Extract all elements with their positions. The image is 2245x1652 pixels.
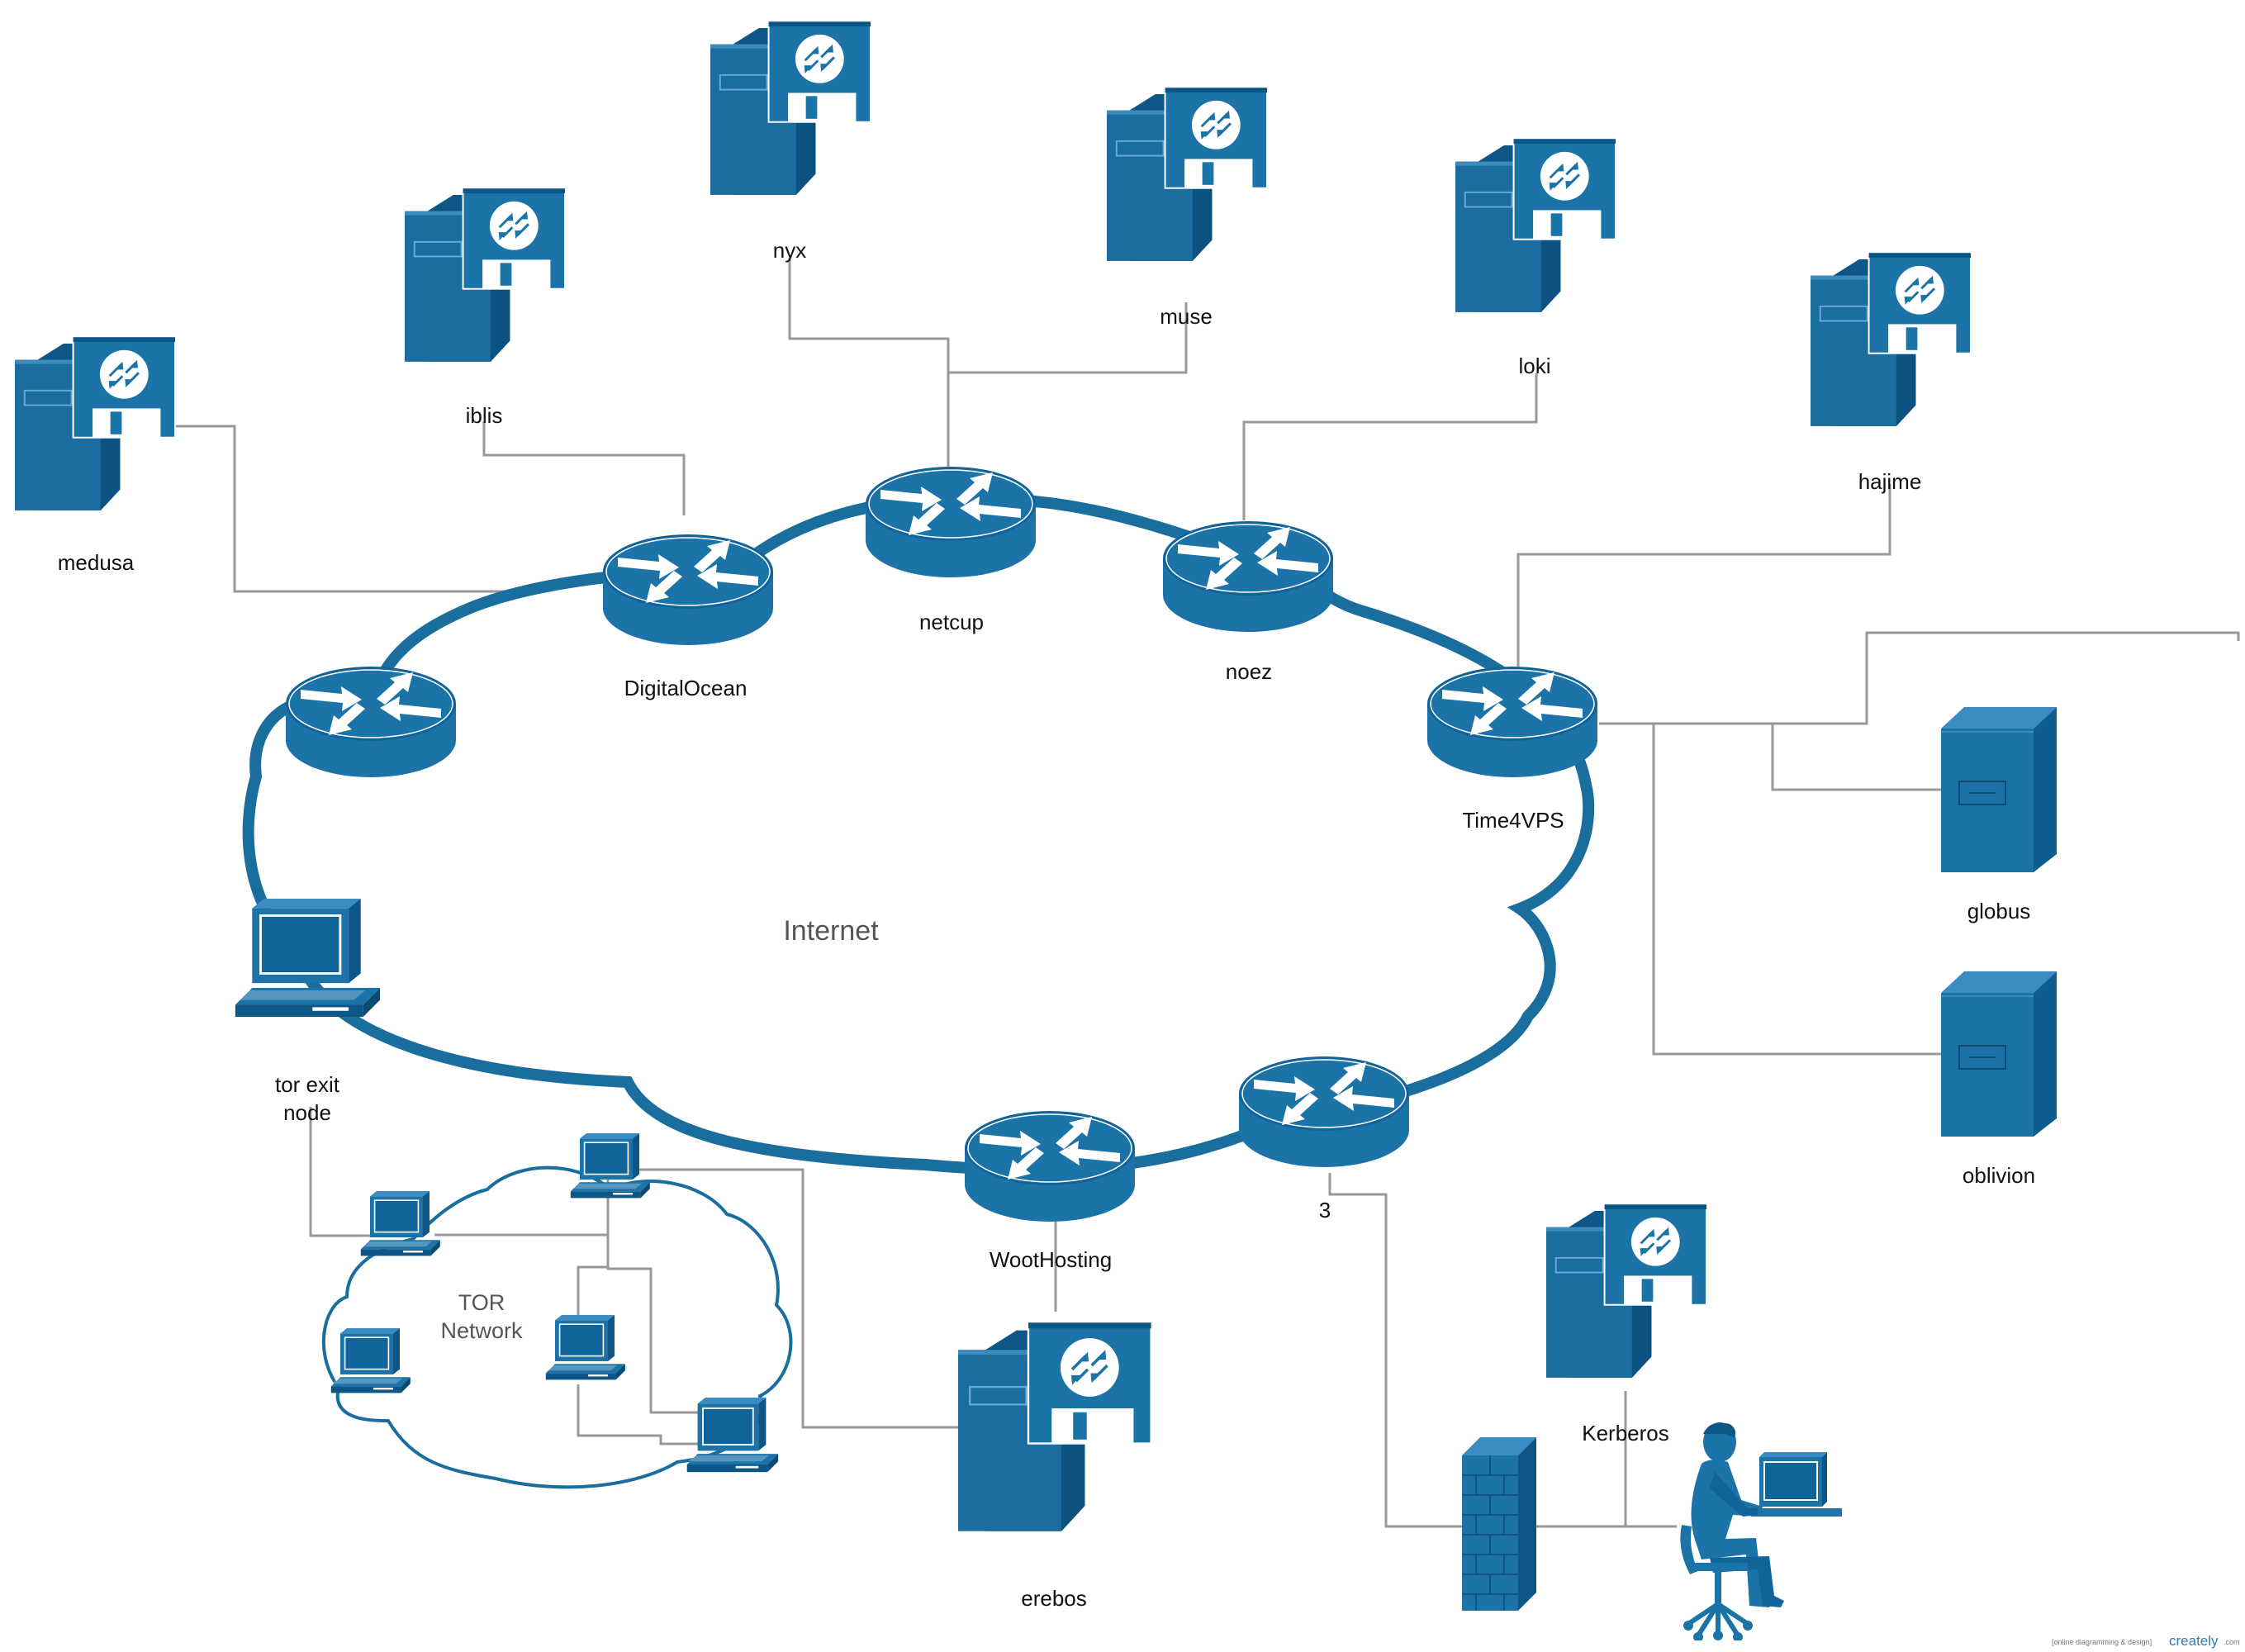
server-label: loki [1518, 354, 1550, 378]
server-hajime[interactable]: hajime [1811, 251, 1972, 494]
router-label: DigitalOcean [624, 676, 748, 700]
workstation-label-line2: node [283, 1100, 331, 1125]
router-icon [285, 666, 457, 778]
server-icon [1546, 1203, 1708, 1379]
router-icon [1162, 520, 1334, 633]
tower-oblivion[interactable]: oblivion [1941, 971, 2057, 1188]
server-nyx[interactable]: nyx [710, 20, 872, 263]
server-label: medusa [58, 550, 135, 575]
router-icon [1238, 1056, 1410, 1168]
watermark-suffix: .com [2224, 1638, 2240, 1646]
server-label: muse [1160, 304, 1213, 329]
router-icon [964, 1110, 1136, 1222]
tor-computer-4-icon [544, 1315, 626, 1381]
server-label: nyx [773, 238, 806, 263]
server-label: hajime [1858, 469, 1922, 494]
router-label: WootHosting [990, 1247, 1112, 1272]
router-icon [1426, 666, 1598, 778]
router-label: noez [1226, 659, 1272, 684]
router-time4vps[interactable]: Time4VPS [1426, 666, 1598, 833]
server-erebos[interactable]: erebos [958, 1322, 1151, 1611]
server-icon [405, 187, 567, 363]
link-router3-firewall [1328, 1173, 1464, 1528]
link-erebos-tor [657, 1168, 958, 1429]
workstation-label-line1: tor exit [275, 1072, 340, 1097]
router-label: netcup [919, 610, 984, 634]
tor-computer-1-icon [359, 1191, 441, 1257]
firewall-icon[interactable] [1462, 1437, 1536, 1611]
internet-cloud-label: Internet [783, 915, 879, 947]
server-icon [1107, 86, 1269, 263]
internet-cloud [242, 493, 1595, 1176]
workstation-tor-exit-node[interactable]: tor exit node [234, 899, 382, 1125]
tor-cloud-label-line2: Network [440, 1318, 523, 1343]
watermark-prefix: [online diagramming & design] [2052, 1638, 2152, 1646]
server-icon [710, 20, 872, 197]
tor-computer-5-icon [686, 1398, 780, 1474]
computer-icon [234, 899, 382, 1018]
link-globus [1771, 724, 1941, 791]
router-unlabeled[interactable] [285, 666, 457, 778]
tor-computer-2-icon [569, 1133, 651, 1199]
server-muse[interactable]: muse [1107, 86, 1269, 329]
server-icon [1811, 251, 1972, 428]
link-loki-noez [1242, 373, 1538, 520]
router-3[interactable]: 3 [1238, 1056, 1410, 1222]
router-icon [602, 534, 774, 646]
router-woothosting[interactable]: WootHosting [964, 1110, 1136, 1272]
server-icon [958, 1322, 1151, 1531]
watermark-brand: creately [2169, 1633, 2219, 1649]
router-label: Time4VPS [1462, 808, 1564, 833]
link-nyx-netcup [788, 258, 950, 479]
user-at-workstation-icon [1680, 1422, 1842, 1642]
link-oblivion [1652, 724, 1941, 1056]
server-loki[interactable]: loki [1455, 137, 1617, 378]
link-medusa-internet [173, 425, 690, 593]
server-label: erebos [1021, 1586, 1087, 1611]
tor-cloud-label-line1: TOR [458, 1290, 505, 1315]
router-label: 3 [1319, 1198, 1331, 1222]
link-time4vps-uplink [1599, 631, 2240, 725]
server-icon [1455, 137, 1617, 314]
router-digitalocean[interactable]: DigitalOcean [602, 534, 774, 700]
tower-label: oblivion [1963, 1163, 2035, 1188]
tower-label: globus [1967, 899, 2031, 923]
server-iblis[interactable]: iblis [405, 187, 567, 428]
link-hajime-time4vps [1516, 484, 1891, 669]
tower-server-icon [1941, 707, 2057, 872]
server-kerberos[interactable]: Kerberos [1546, 1203, 1708, 1446]
tor-computer-3-icon [330, 1328, 411, 1394]
server-label: Kerberos [1582, 1421, 1669, 1446]
watermark: [online diagramming & design] creately .… [2052, 1633, 2240, 1649]
link-muse [948, 302, 1188, 374]
tower-globus[interactable]: globus [1941, 707, 2057, 923]
router-noez[interactable]: noez [1162, 520, 1334, 684]
server-medusa[interactable]: medusa [15, 335, 177, 575]
server-label: iblis [466, 403, 503, 428]
server-icon [15, 335, 177, 512]
tower-server-icon [1941, 971, 2057, 1137]
router-icon [865, 466, 1037, 578]
link-iblis-digitalocean [482, 421, 686, 515]
router-netcup[interactable]: netcup [865, 466, 1037, 634]
